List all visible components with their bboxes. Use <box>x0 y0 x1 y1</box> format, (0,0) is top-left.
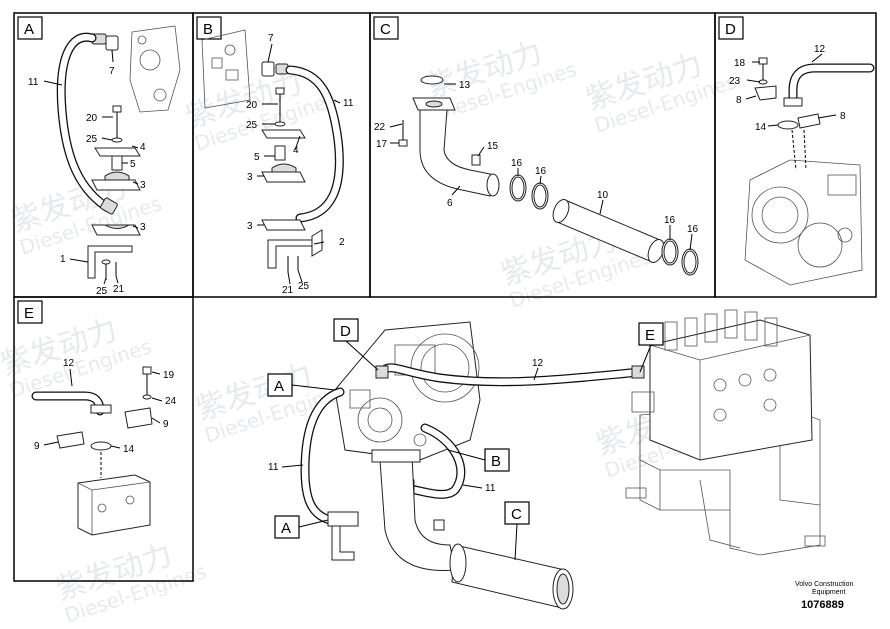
part-number: 1 <box>60 254 66 265</box>
panel-d: D 12 18 23 8 14 8 <box>718 16 875 286</box>
panel-c-letter-box <box>373 16 399 40</box>
panel-a: A <box>17 16 181 297</box>
part-number: 16 <box>535 166 547 177</box>
part-number: 11 <box>485 483 496 494</box>
part-number: 20 <box>246 100 258 111</box>
part-number: 4 <box>140 142 146 153</box>
part-number: 19 <box>163 370 175 381</box>
panel-e-letter: E <box>24 305 34 322</box>
callout-e: E <box>645 327 655 344</box>
part-number: 7 <box>109 66 115 77</box>
company-line-2: Equipment <box>812 589 846 596</box>
panel-c-letter: C <box>380 21 391 38</box>
part-number: 25 <box>96 286 108 297</box>
part-number: 25 <box>86 134 98 145</box>
part-number: 16 <box>511 158 523 169</box>
part-number: 14 <box>123 444 135 455</box>
panel-d-letter-box <box>718 16 744 40</box>
part-number: 4 <box>293 145 299 156</box>
part-number: 24 <box>165 396 177 407</box>
part-number: 21 <box>282 285 294 296</box>
panel-a-letter: A <box>24 21 34 38</box>
part-number: 21 <box>113 284 125 295</box>
panel-e: E 12 19 24 9 9 14 <box>17 300 177 536</box>
part-number: 11 <box>268 462 279 473</box>
part-number: 10 <box>597 190 609 201</box>
callout-a: A <box>274 378 284 395</box>
part-number: 3 <box>140 222 146 233</box>
panel-d-letter: D <box>725 21 736 38</box>
part-number: 16 <box>687 224 699 235</box>
part-number: 3 <box>247 172 253 183</box>
part-number: 14 <box>755 122 767 133</box>
part-number: 11 <box>343 98 354 109</box>
callout-c: C <box>511 506 522 523</box>
part-number: 13 <box>459 80 471 91</box>
callout-d: D <box>340 323 351 340</box>
panel-a-letter-box <box>17 16 43 40</box>
part-number: 5 <box>254 152 260 163</box>
company-line-1: Volvo Construction <box>795 581 853 588</box>
part-number: 8 <box>736 95 742 106</box>
part-number: 3 <box>140 180 146 191</box>
panel-b: B <box>196 16 354 296</box>
part-number: 25 <box>246 120 258 131</box>
panel-b-letter: B <box>203 21 213 38</box>
overview-assembly: D E A B A C 12 11 11 <box>267 309 826 610</box>
part-number: 23 <box>729 76 741 87</box>
part-number: 6 <box>447 198 453 209</box>
panel-b-letter-box <box>196 16 222 40</box>
part-number: 16 <box>664 215 676 226</box>
part-number: 12 <box>63 358 75 369</box>
panel-d-frame <box>714 12 877 298</box>
panel-e-letter-box <box>17 300 43 324</box>
part-number: 18 <box>734 58 746 69</box>
part-number: 9 <box>34 441 40 452</box>
part-number: 12 <box>532 358 544 369</box>
part-number: 11 <box>28 77 39 88</box>
part-number: 22 <box>374 122 386 133</box>
part-number: 25 <box>298 281 310 292</box>
part-number: 5 <box>130 159 136 170</box>
part-number: 7 <box>268 33 274 44</box>
part-number: 2 <box>339 237 345 248</box>
part-number: 12 <box>814 44 826 55</box>
footer: Volvo Construction Equipment 1076889 <box>795 581 853 611</box>
part-number: 17 <box>376 139 388 150</box>
drawing-number: 1076889 <box>801 599 844 611</box>
part-number: 15 <box>487 141 499 152</box>
callout-a2: A <box>281 520 291 537</box>
panel-c: C <box>373 16 699 276</box>
part-number: 20 <box>86 113 98 124</box>
part-number: 8 <box>840 111 846 122</box>
panel-e-frame <box>13 296 194 582</box>
part-number: 3 <box>247 221 253 232</box>
part-number: 9 <box>163 419 169 430</box>
callout-b: B <box>491 453 501 470</box>
